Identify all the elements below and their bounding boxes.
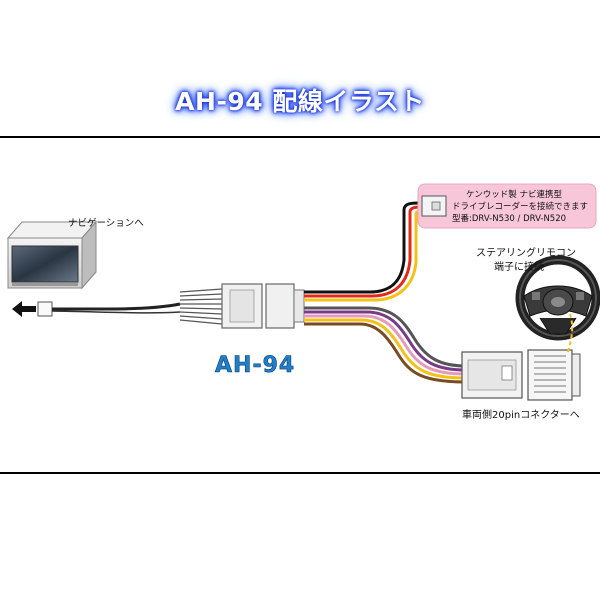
product-name-label: AH-94 bbox=[215, 353, 295, 378]
to-navi-label: ナビゲーションへ bbox=[68, 217, 144, 229]
page-title: AH-94 配線イラスト bbox=[175, 87, 425, 116]
main-connector-left bbox=[221, 283, 263, 329]
steering-remote-wire bbox=[567, 313, 574, 353]
top-divider bbox=[0, 136, 600, 138]
recorder-wires bbox=[304, 201, 423, 302]
bottom-divider bbox=[0, 472, 600, 474]
vehicle-wires bbox=[304, 306, 467, 384]
main-harness bbox=[51, 288, 223, 325]
navigation-unit bbox=[6, 220, 98, 290]
title-container: AH-94 配線イラスト bbox=[0, 82, 600, 118]
main-connector-right bbox=[265, 283, 305, 329]
steering-label-line2: 端子に接続 bbox=[494, 260, 544, 273]
navi-connector bbox=[37, 301, 53, 317]
steering-label-line1: ステアリングリモコン bbox=[476, 246, 576, 259]
navigation-screen bbox=[11, 245, 79, 283]
recorder-label-line2: ドライブレコーダーを接続できます bbox=[452, 201, 588, 212]
vehicle-connector-label: 車両側20pinコネクターへ bbox=[462, 408, 580, 421]
recorder-label-line1: ケンウッド製 ナビ連携型 bbox=[466, 189, 562, 200]
recorder-label-line3: 型番:DRV-N530 / DRV-N520 bbox=[452, 213, 566, 224]
vehicle-connector-female bbox=[461, 351, 523, 399]
recorder-info-box bbox=[417, 183, 597, 229]
vehicle-connector-male bbox=[527, 349, 581, 401]
steering-wheel-icon bbox=[515, 255, 600, 341]
arrow-left-icon bbox=[12, 301, 36, 317]
